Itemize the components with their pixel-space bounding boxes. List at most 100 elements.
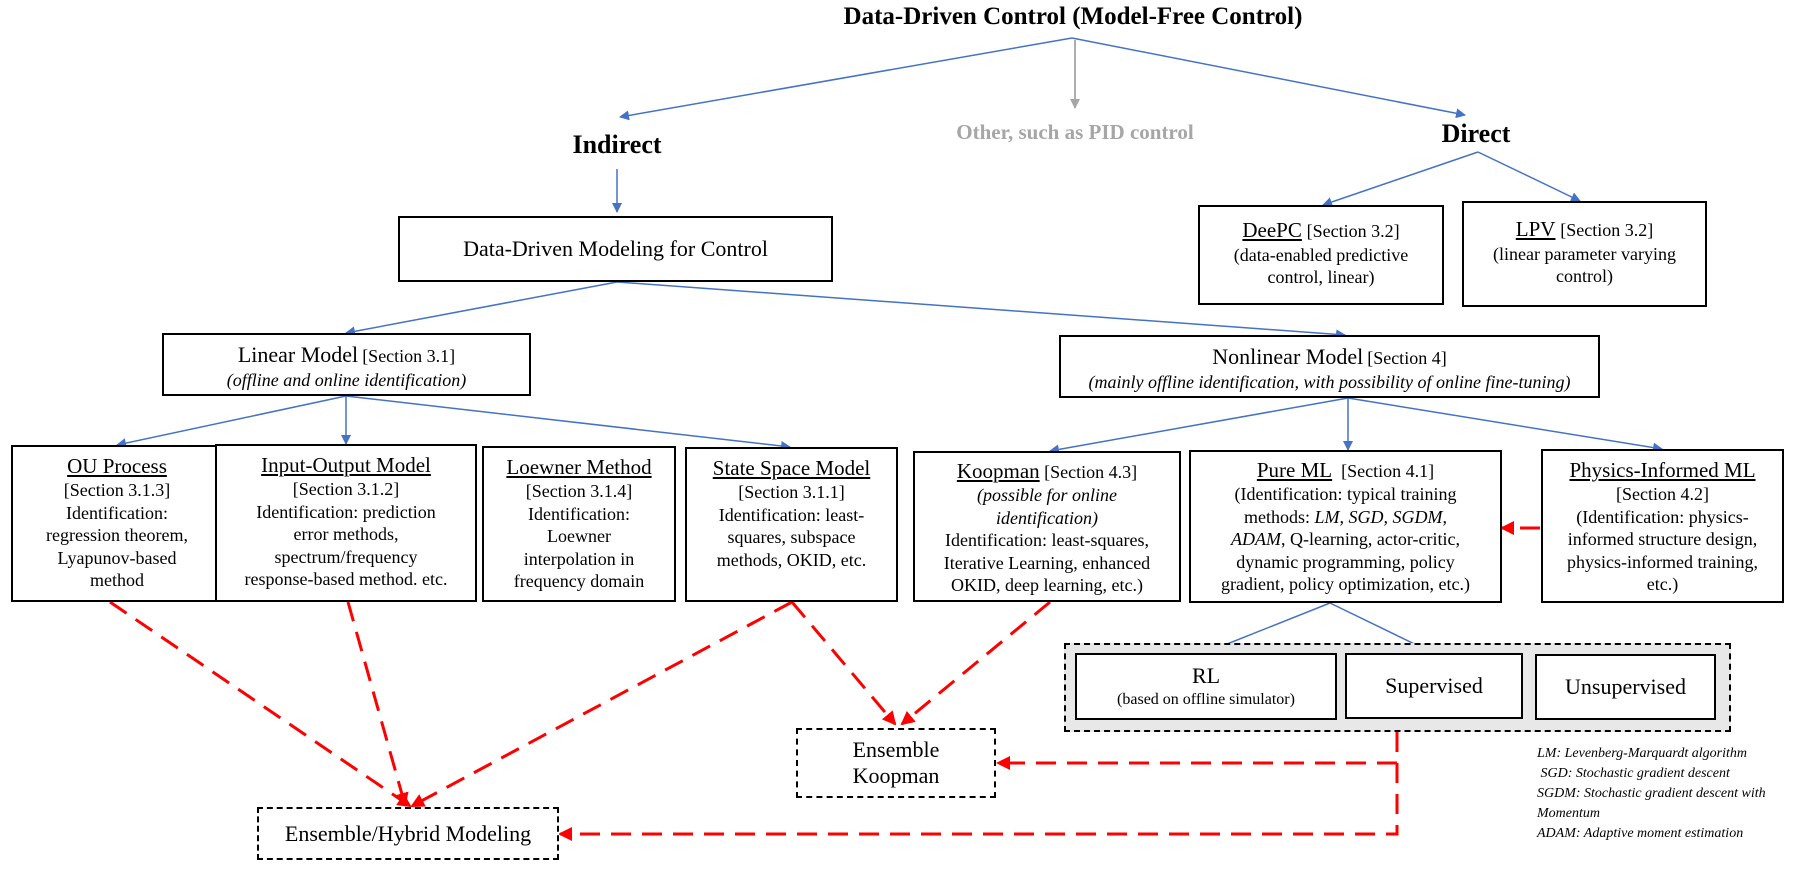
piml-line: informed structure design, — [1567, 529, 1758, 550]
koopman-name: Koopman — [956, 459, 1040, 483]
physics-informed-ml-name: Physics-Informed ML — [1569, 458, 1756, 482]
red-arrow-io-hybrid — [346, 601, 409, 807]
lpv-line2: control) — [1556, 266, 1613, 287]
pure-ml-line: ADAM, Q-learning, actor-critic, — [1230, 529, 1461, 550]
footnote-line: Momentum — [1537, 806, 1600, 821]
lpv-box: LPV [Section 3.2] (linear parameter vary… — [1462, 201, 1707, 307]
arrow-nonlinear-koopman — [1049, 397, 1349, 455]
loewner-line: Loewner — [547, 526, 611, 547]
direct-label: Direct — [1441, 119, 1511, 148]
koopman-line: OKID, deep learning, etc.) — [951, 575, 1143, 596]
arrow-modeling-linear — [345, 281, 618, 337]
loewner-name: Loewner Method — [506, 455, 652, 479]
nonlinear-model-note: (mainly offline identification, with pos… — [1088, 371, 1571, 392]
lpv-line1: (linear parameter varying — [1493, 243, 1676, 264]
pure-ml-section: [Section 4.1] — [1341, 461, 1435, 481]
arrow-direct-deepc — [1322, 151, 1479, 207]
io-line: response-based method. etc. — [244, 569, 448, 590]
pure-ml-line: (Identification: typical training — [1234, 484, 1457, 505]
arrow-linear-ss — [345, 395, 791, 451]
pure-ml-line: methods: LM, SGD, SGDM, — [1244, 506, 1447, 527]
ensemble-hybrid-box: Ensemble/Hybrid Modeling — [257, 807, 559, 860]
red-arrow-ss-ensemble-koopman — [790, 601, 897, 726]
ou-line: method — [90, 570, 144, 591]
footnotes: LM: Levenberg-Marquardt algorithm SGD: S… — [1537, 744, 1766, 844]
ss-line: Identification: least- — [718, 504, 865, 525]
koopman-note: identification) — [996, 507, 1098, 528]
linear-model-section: [Section 3.1] — [362, 346, 456, 366]
deepc-box: DeePC [Section 3.2] (data-enabled predic… — [1198, 205, 1444, 305]
footnote-line: LM: Levenberg-Marquardt algorithm — [1537, 746, 1747, 761]
red-arrow-ou-hybrid — [109, 600, 412, 808]
pure-ml-line: dynamic programming, policy — [1236, 551, 1455, 572]
ss-line: [Section 3.1.1] — [738, 482, 845, 503]
rl-label: RL — [1191, 663, 1221, 688]
nonlinear-model-box: Nonlinear Model [Section 4] (mainly offl… — [1059, 335, 1600, 398]
deepc-line2: control, linear) — [1267, 267, 1375, 288]
loewner-box: Loewner Method [Section 3.1.4] Identific… — [482, 446, 676, 602]
linear-model-box: Linear Model [Section 3.1] (offline and … — [162, 333, 531, 396]
piml-line: (Identification: physics- — [1576, 506, 1749, 527]
modeling-box: Data-Driven Modeling for Control — [398, 216, 833, 282]
io-line: spectrum/frequency — [274, 546, 418, 567]
koopman-line: Identification: least-squares, — [945, 530, 1149, 551]
footnote-line: SGD: Stochastic gradient descent — [1537, 766, 1730, 781]
ou-line: Lyapunov-based — [57, 547, 177, 568]
arrow-modeling-nonlinear — [616, 281, 1346, 340]
ensemble-koopman-box: Ensemble Koopman — [796, 728, 996, 798]
pure-ml-line: gradient, policy optimization, etc.) — [1221, 574, 1470, 595]
deepc-line1: (data-enabled predictive — [1233, 244, 1409, 265]
io-line: Identification: prediction — [256, 501, 436, 522]
loewner-line: Identification: — [528, 503, 630, 524]
linear-model-name: Linear Model — [237, 342, 359, 367]
ou-line: [Section 3.1.3] — [63, 480, 171, 501]
arrow-linear-ou — [116, 395, 347, 449]
ou-line: regression theorem, — [46, 525, 188, 546]
deepc-section: [Section 3.2] — [1306, 221, 1400, 241]
loewner-line: frequency domain — [513, 571, 645, 592]
other-label: Other, such as PID control — [956, 120, 1194, 144]
supervised-box: Supervised — [1345, 653, 1523, 719]
koopman-section: [Section 4.3] — [1044, 462, 1138, 482]
koopman-note: (possible for online — [977, 485, 1117, 506]
arrow-direct-lpv — [1477, 151, 1581, 202]
nonlinear-model-section: [Section 4] — [1367, 348, 1447, 368]
red-arrow-ml-hybrid — [558, 763, 1399, 841]
red-arrow-koopman-ensemble — [900, 600, 1051, 726]
piml-line: etc.) — [1646, 574, 1679, 595]
io-line: error methods, — [293, 524, 399, 545]
ou-line: Identification: — [66, 502, 168, 523]
koopman-box: Koopman [Section 4.3] (possible for onli… — [913, 451, 1181, 602]
koopman-line: Iterative Learning, enhanced — [943, 552, 1151, 573]
arrow-title-direct — [1071, 37, 1466, 119]
ss-line: squares, subspace — [727, 527, 856, 548]
ou-process-name: OU Process — [67, 454, 167, 478]
loewner-line: [Section 3.1.4] — [525, 481, 633, 502]
indirect-label: Indirect — [572, 130, 662, 159]
footnote-line: SGDM: Stochastic gradient descent with — [1537, 786, 1766, 801]
state-space-name: State Space Model — [712, 456, 871, 480]
piml-line: [Section 4.2] — [1616, 484, 1709, 505]
pure-ml-name: Pure ML — [1256, 458, 1333, 482]
footnote-line: ADAM: Adaptive moment estimation — [1537, 826, 1744, 841]
diagram-title: Data-Driven Control (Model-Free Control) — [843, 3, 1303, 30]
piml-line: physics-informed training, — [1567, 551, 1758, 572]
red-arrow-ml-ensemble-koopman — [996, 732, 1399, 770]
state-space-box: State Space Model [Section 3.1.1] Identi… — [685, 447, 898, 602]
physics-informed-ml-box: Physics-Informed ML [Section 4.2] (Ident… — [1541, 449, 1784, 603]
input-output-box: Input-Output Model [Section 3.1.2] Ident… — [215, 444, 477, 602]
linear-model-note: (offline and online identification) — [226, 369, 467, 390]
pure-ml-box: Pure ML [Section 4.1] (Identification: t… — [1189, 450, 1502, 603]
deepc-name: DeePC — [1242, 218, 1302, 242]
arrow-nonlinear-piml — [1347, 397, 1663, 453]
arrow-title-indirect — [619, 37, 1073, 121]
input-output-name: Input-Output Model — [261, 453, 431, 477]
lpv-name: LPV — [1515, 217, 1556, 241]
rl-note: (based on offline simulator) — [1117, 690, 1295, 708]
loewner-line: interpolation in — [523, 548, 635, 569]
unsupervised-box: Unsupervised — [1535, 654, 1716, 720]
rl-box: RL (based on offline simulator) — [1075, 653, 1337, 720]
red-arrow-ss-hybrid — [410, 600, 793, 808]
io-line: [Section 3.1.2] — [292, 479, 400, 500]
